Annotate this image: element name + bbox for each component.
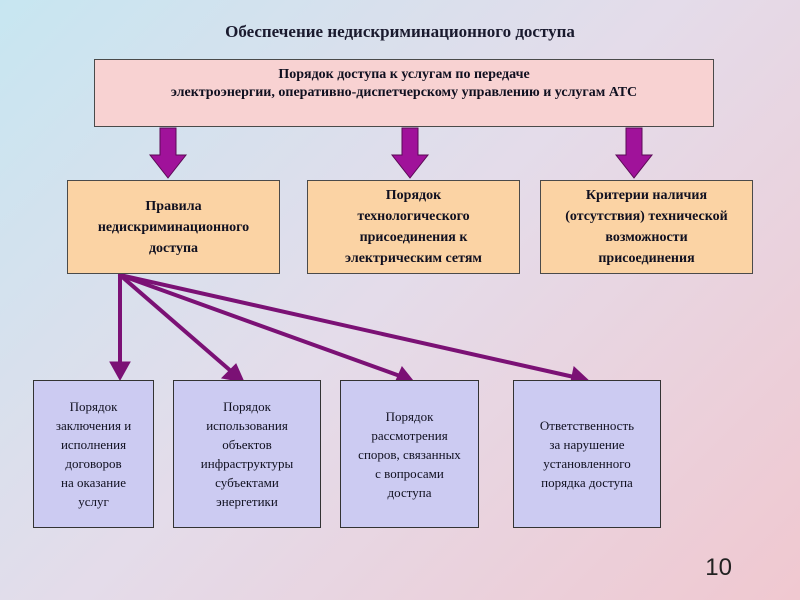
bottom-box-line: Порядок [385, 408, 434, 424]
middle-box-line: присоединения к [359, 230, 468, 245]
connector-line-4 [118, 273, 576, 379]
middle-box-connection-order: Порядок технологического присоединения к… [307, 180, 520, 274]
middle-box-line: (отсутствия) технической [565, 209, 728, 224]
bottom-box-infrastructure: Порядок использования объектов инфрастру… [173, 380, 321, 528]
top-box-line: Порядок доступа к услугам по передаче [278, 67, 530, 82]
bottom-box-line: договоров [65, 456, 122, 471]
middle-box-criteria: Критерии наличия (отсутствия) техническо… [540, 180, 753, 274]
block-arrow-3 [614, 127, 654, 179]
middle-box-line: доступа [148, 240, 199, 256]
middle-box-line: Порядок [385, 188, 442, 203]
bottom-box-line: Ответственность [539, 418, 635, 433]
bottom-box-line: рассмотрения [371, 427, 448, 443]
bottom-box-line: Порядок [69, 399, 118, 414]
middle-box-line: возможности [605, 230, 688, 245]
connector-line-2 [118, 273, 234, 374]
bottom-box-line: исполнения [60, 437, 127, 452]
bottom-box-line: использования [206, 418, 288, 433]
middle-box-line: технологического [357, 209, 470, 224]
page-number: 10 [705, 554, 732, 581]
bottom-box-line: инфраструктуры [200, 456, 294, 471]
middle-box-line: присоединения [598, 251, 695, 266]
bottom-box-line: порядка доступа [541, 475, 633, 490]
bottom-box-line: Порядок [223, 399, 271, 414]
middle-box-line: Правила [145, 198, 202, 214]
bottom-box-line: энергетики [216, 494, 278, 509]
block-arrow-1 [148, 127, 188, 179]
middle-box-line: электрическим сетям [345, 251, 482, 266]
bottom-box-line: услуг [78, 494, 109, 509]
bottom-box-line: споров, связанных [358, 446, 461, 462]
bottom-box-line: установленного [543, 456, 631, 471]
bottom-box-disputes: Порядок рассмотрения споров, связанных с… [340, 380, 479, 528]
bottom-box-line: заключения и [55, 418, 132, 433]
slide-title: Обеспечение недискриминационного доступа [225, 22, 575, 41]
bottom-box-line: с вопросами [375, 465, 444, 481]
middle-box-rules: Правила недискриминационного доступа [67, 180, 280, 274]
block-arrow-2 [390, 127, 430, 179]
bottom-box-contracts: Порядок заключения и исполнения договоро… [33, 380, 154, 528]
top-box-line: электроэнергии, оперативно-диспетчерском… [170, 85, 638, 100]
middle-box-line: недискриминационного [97, 219, 250, 235]
bottom-box-line: за нарушение [549, 437, 625, 452]
middle-box-line: Критерии наличия [585, 188, 708, 203]
bottom-box-responsibility: Ответственность за нарушение установленн… [513, 380, 661, 528]
bottom-box-line: доступа [387, 484, 432, 500]
top-box-access-order: Порядок доступа к услугам по передаче эл… [94, 59, 714, 127]
bottom-box-line: объектов [222, 437, 272, 452]
bottom-box-line: субъектами [215, 475, 279, 490]
connector-arrowhead-1 [109, 361, 131, 382]
bottom-box-line: на оказание [61, 475, 126, 490]
connector-line-3 [118, 273, 402, 378]
